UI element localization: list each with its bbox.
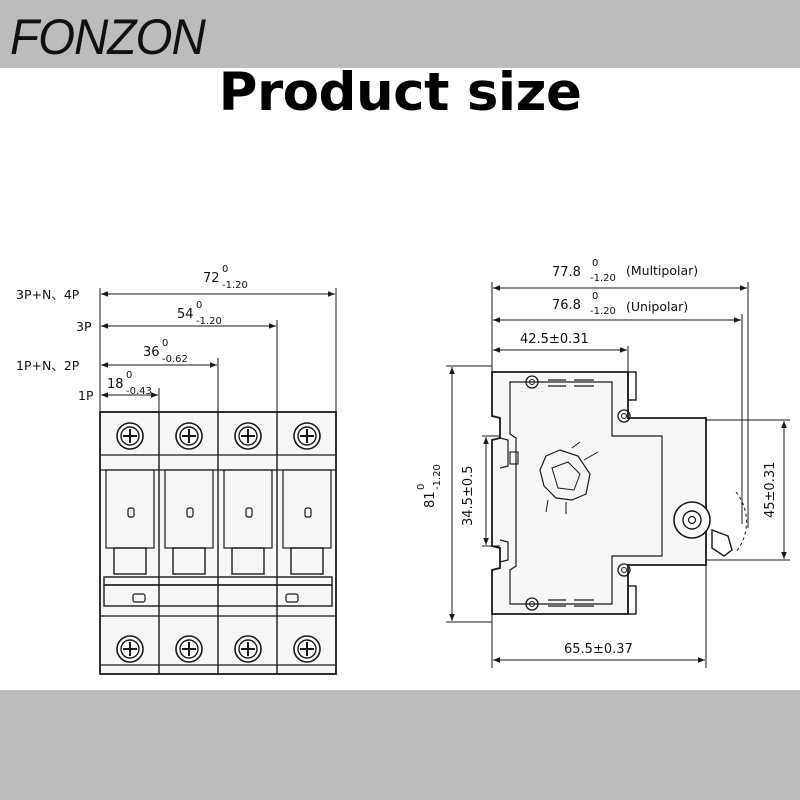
svg-text:18: 18	[107, 377, 124, 392]
breaker-side-outline	[491, 371, 707, 615]
dim-81: 81 0 -1.20	[416, 464, 443, 508]
page-title: Product size	[218, 62, 582, 123]
header-band	[0, 0, 800, 68]
dim-42-5: 42.5±0.31	[520, 332, 589, 347]
svg-text:77.8: 77.8	[552, 265, 581, 280]
svg-text:(Multipolar): (Multipolar)	[626, 263, 698, 278]
svg-text:81: 81	[423, 491, 438, 508]
dim-54: 54 0 -1.20	[177, 300, 222, 327]
dim-36: 36 0 -0.62	[143, 338, 188, 365]
pole-label-2p: 1P+N、2P	[16, 358, 80, 373]
dim-72: 72 0 -1.20	[203, 264, 248, 291]
side-view	[446, 282, 790, 668]
svg-text:-1.20: -1.20	[196, 316, 222, 327]
svg-text:34.5±0.5: 34.5±0.5	[461, 465, 476, 526]
svg-text:-0.43: -0.43	[126, 386, 152, 397]
svg-text:0: 0	[416, 484, 427, 490]
svg-text:0: 0	[162, 338, 168, 349]
svg-text:72: 72	[203, 271, 220, 286]
pole-label-3p: 3P	[76, 319, 92, 334]
dim-34-5: 34.5±0.5	[461, 465, 476, 526]
svg-text:-1.20: -1.20	[590, 306, 616, 317]
dim-76-8: 76.8 0 -1.20 (Unipolar)	[552, 291, 688, 317]
svg-text:-0.62: -0.62	[162, 354, 188, 365]
svg-text:-1.20: -1.20	[590, 273, 616, 284]
svg-text:54: 54	[177, 307, 194, 322]
footer-band	[0, 690, 800, 800]
dim-65-5: 65.5±0.37	[564, 642, 633, 657]
dim-77-8: 77.8 0 -1.20 (Multipolar)	[552, 258, 698, 284]
svg-text:0: 0	[592, 258, 598, 269]
svg-text:-1.20: -1.20	[222, 280, 248, 291]
svg-text:76.8: 76.8	[552, 298, 581, 313]
svg-text:0: 0	[126, 370, 132, 381]
svg-text:0: 0	[196, 300, 202, 311]
svg-text:45±0.31: 45±0.31	[763, 462, 778, 518]
dim-18: 18 0 -0.43	[107, 370, 152, 397]
svg-text:-1.20: -1.20	[432, 464, 443, 490]
brand-logo: FONZON	[10, 9, 206, 65]
pole-label-4p: 3P+N、4P	[16, 287, 80, 302]
svg-text:0: 0	[592, 291, 598, 302]
front-view	[99, 288, 337, 675]
dim-45: 45±0.31	[763, 462, 778, 518]
svg-text:(Unipolar): (Unipolar)	[626, 299, 688, 314]
pole-label-1p: 1P	[78, 388, 94, 403]
svg-text:0: 0	[222, 264, 228, 275]
svg-text:36: 36	[143, 345, 160, 360]
